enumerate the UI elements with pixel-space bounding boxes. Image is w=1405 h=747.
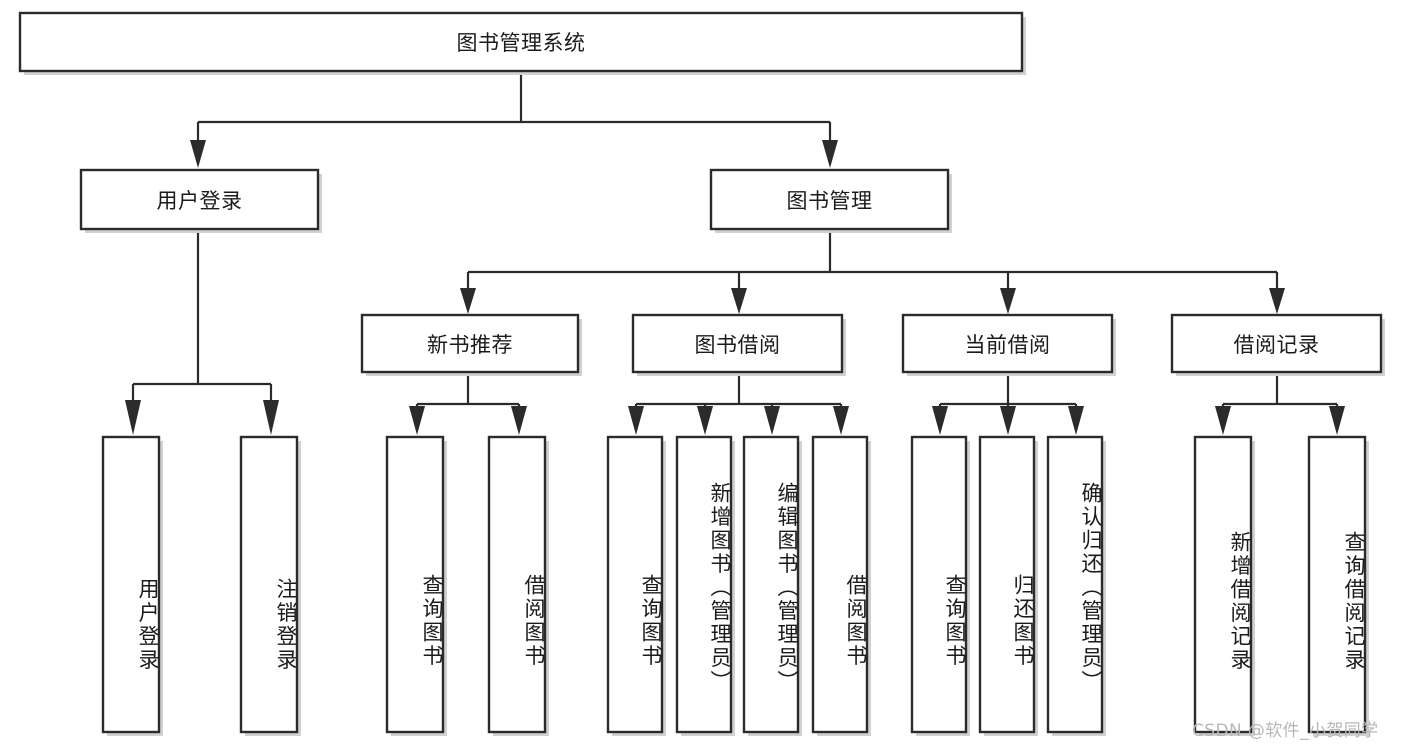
book-management-box[interactable] bbox=[709, 168, 950, 231]
node-box-group bbox=[18, 11, 1385, 736]
arrow-head-book-management bbox=[822, 140, 838, 168]
borrow-record-box[interactable] bbox=[1170, 313, 1383, 374]
book-borrow-box[interactable] bbox=[631, 313, 844, 374]
arrow-head-leaf-logout-login bbox=[263, 400, 279, 435]
leaf-borrow-book-2-box[interactable] bbox=[811, 435, 869, 734]
arrow-head-add-book-admin bbox=[697, 406, 713, 435]
arrow-head-edit-book-admin bbox=[764, 406, 780, 435]
arrow-head-query-book-3 bbox=[932, 406, 948, 435]
new-book-recommend-box[interactable] bbox=[360, 313, 580, 374]
leaf-add-book-admin-box[interactable] bbox=[675, 435, 733, 734]
leaf-logout-login-box[interactable] bbox=[239, 435, 299, 734]
user-login-box[interactable] bbox=[79, 168, 320, 231]
leaf-query-book-3-box[interactable] bbox=[910, 435, 968, 734]
arrow-head-leaf-user-login bbox=[125, 400, 141, 435]
arrow-head-borrow-record bbox=[1269, 288, 1285, 314]
arrow-head-return-book bbox=[1000, 406, 1016, 435]
arrow-head-borrow-book-1 bbox=[511, 406, 527, 435]
leaf-add-borrow-record-box[interactable] bbox=[1193, 435, 1253, 734]
arrow-head-confirm-return-admin bbox=[1068, 406, 1084, 435]
connector-group bbox=[125, 75, 1345, 435]
arrow-head-query-book-1 bbox=[409, 406, 425, 435]
arrow-head-new-book-recommend bbox=[460, 288, 476, 314]
csdn-watermark: CSDN @软件_小贺同学 bbox=[1192, 721, 1379, 741]
arrow-head-current-borrow bbox=[1000, 288, 1016, 314]
arrow-head-add-borrow-record bbox=[1215, 406, 1231, 435]
root-box[interactable] bbox=[18, 11, 1024, 73]
arrow-head-query-borrow-record bbox=[1329, 406, 1345, 435]
arrow-head-query-book-2 bbox=[628, 406, 644, 435]
current-borrow-box[interactable] bbox=[901, 313, 1114, 374]
leaf-edit-book-admin-box[interactable] bbox=[742, 435, 800, 734]
leaf-return-book-box[interactable] bbox=[978, 435, 1036, 734]
leaf-query-borrow-record-box[interactable] bbox=[1307, 435, 1367, 734]
leaf-borrow-book-1-box[interactable] bbox=[487, 435, 547, 734]
leaf-user-login-box[interactable] bbox=[101, 435, 161, 734]
leaf-confirm-return-admin-box[interactable] bbox=[1046, 435, 1104, 734]
leaf-query-book-2-box[interactable] bbox=[606, 435, 664, 734]
leaf-query-book-1-box[interactable] bbox=[385, 435, 445, 734]
arrow-head-user-login bbox=[190, 140, 206, 168]
arrow-head-book-borrow bbox=[731, 288, 747, 314]
arrow-head-borrow-book-2 bbox=[833, 406, 849, 435]
